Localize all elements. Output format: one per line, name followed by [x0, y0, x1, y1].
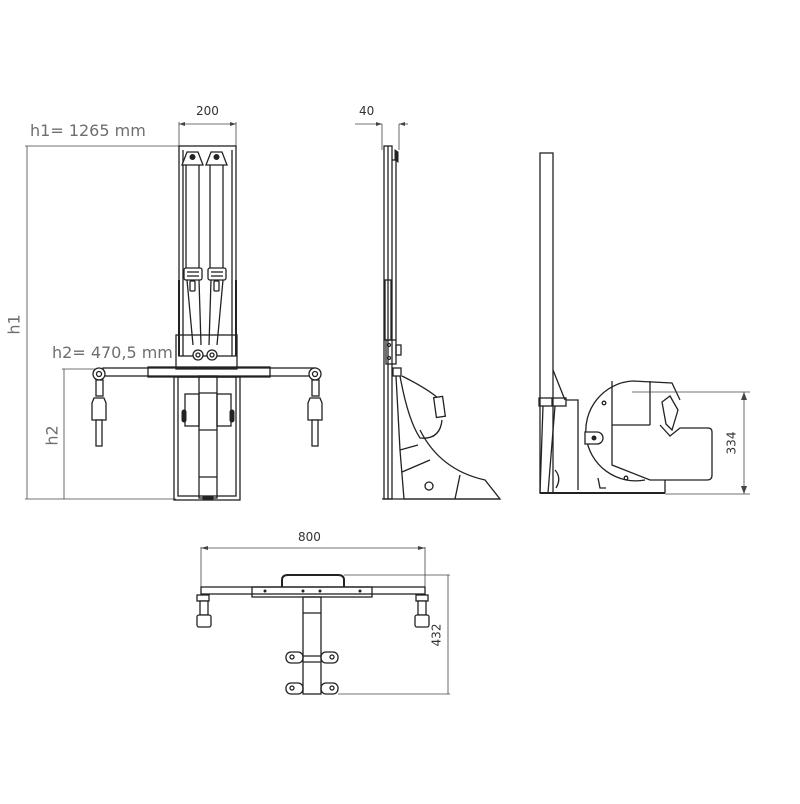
h2-axis-label: h2 — [42, 425, 62, 446]
top-depth-dimension: 432 — [429, 623, 444, 647]
side-depth-dimension: 40 — [359, 104, 375, 118]
h2-annotation: h2= 470,5 mm — [52, 343, 173, 362]
side-view-seat — [538, 152, 750, 495]
h1-axis-label: h1 — [4, 314, 24, 335]
top-view — [196, 546, 450, 695]
side-view-harness — [355, 122, 502, 500]
top-width-dimension: 800 — [298, 530, 321, 544]
h1-annotation: h1= 1265 mm — [30, 121, 146, 140]
front-width-dimension: 200 — [196, 104, 219, 118]
front-view — [25, 122, 323, 501]
seat-height-dimension: 334 — [724, 431, 739, 455]
